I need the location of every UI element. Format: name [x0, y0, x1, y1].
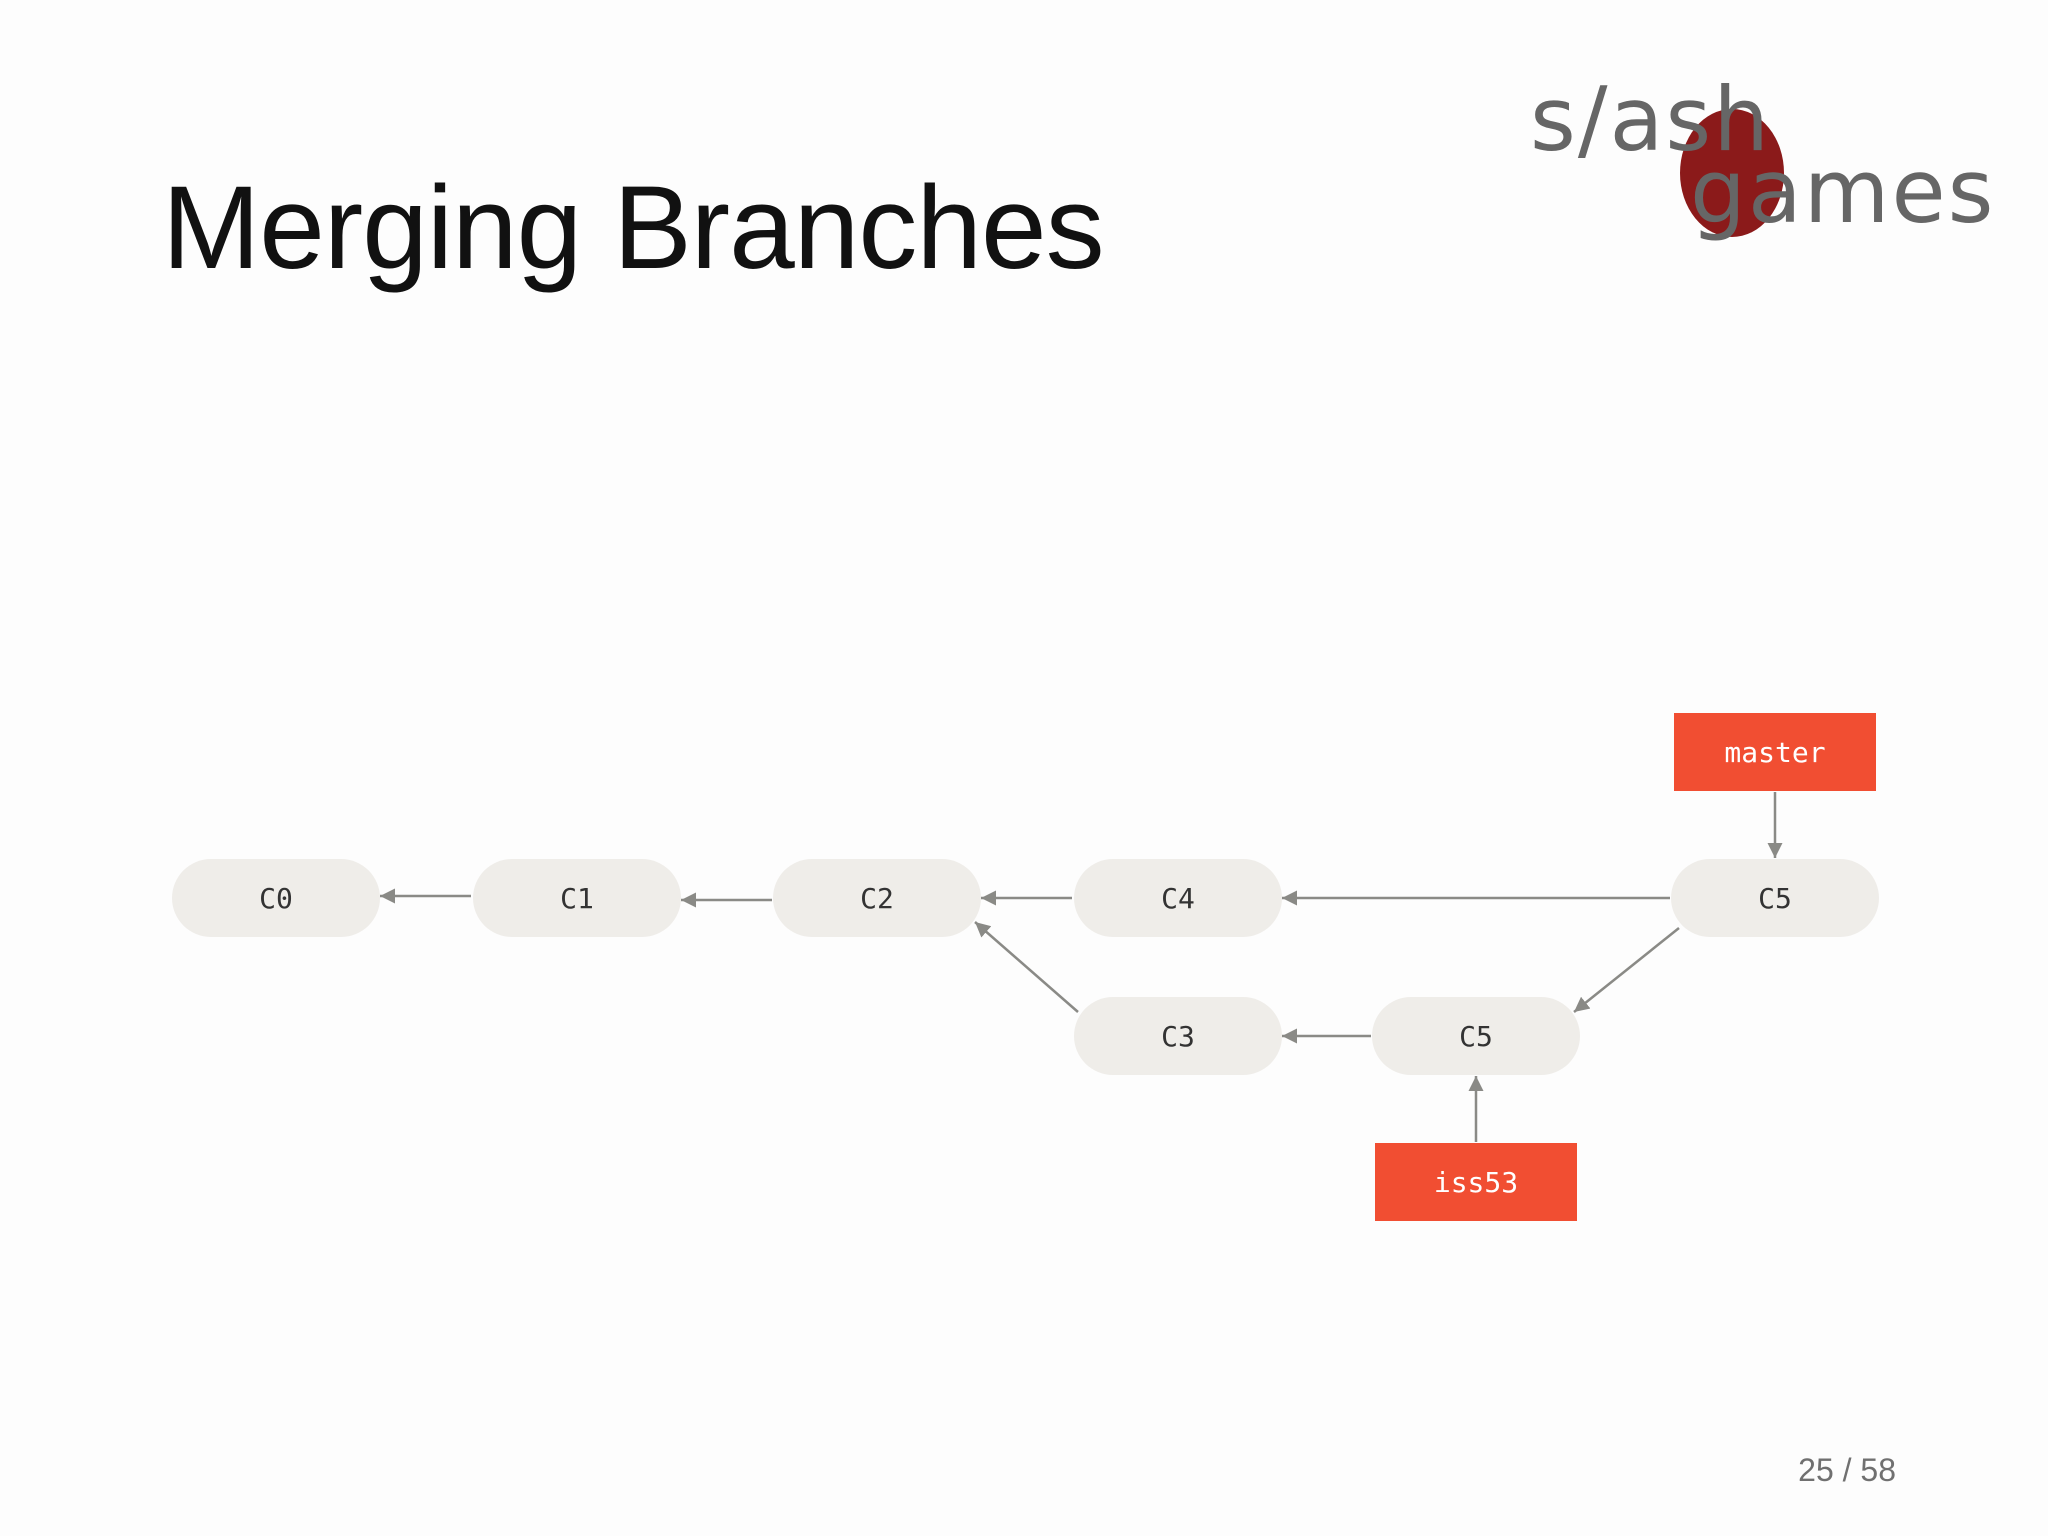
commit-label-c4: C4 — [1161, 882, 1195, 915]
edges-layer — [380, 792, 1783, 1142]
commit-label-c2: C2 — [860, 882, 894, 915]
commit-c4: C4 — [1074, 859, 1282, 937]
commit-label-c1: C1 — [560, 882, 594, 915]
branch-label-master: master — [1724, 736, 1825, 769]
commit-pill-c0 — [172, 859, 380, 937]
commit-pill-c1 — [473, 859, 681, 937]
branch-box-iss53 — [1375, 1143, 1577, 1221]
branch-label-iss53: iss53 — [1434, 1166, 1518, 1199]
commit-c2: C2 — [773, 859, 981, 937]
commit-pill-c4 — [1074, 859, 1282, 937]
logo-mark — [1680, 109, 1784, 237]
commit-c5-top: C5 — [1671, 859, 1879, 937]
commit-pill-c5-bottom — [1372, 997, 1580, 1075]
commit-pill-c2 — [773, 859, 981, 937]
page-number: 25 / 58 — [1798, 1452, 1896, 1488]
commit-label-c3: C3 — [1161, 1020, 1195, 1053]
branch-master: master — [1674, 713, 1876, 791]
commit-label-c0: C0 — [259, 882, 293, 915]
commit-c3: C3 — [1074, 997, 1282, 1075]
commit-c0: C0 — [172, 859, 380, 937]
slide-title: Merging Branches — [162, 162, 1105, 294]
branch-box-master — [1674, 713, 1876, 791]
logo-line-1: s/ash — [1530, 70, 1771, 171]
logo-line-2: games — [1690, 140, 1996, 243]
branch-iss53: iss53 — [1375, 1143, 1577, 1221]
commit-pill-c5-top — [1671, 859, 1879, 937]
commit-c5-bottom: C5 — [1372, 997, 1580, 1075]
edge-c3-to-c2 — [974, 921, 1079, 1013]
commit-label-c5-top: C5 — [1758, 882, 1792, 915]
commit-c1: C1 — [473, 859, 681, 937]
edge-c5-top-to-c5-bottom — [1573, 927, 1680, 1013]
slash-games-logo: s/ash games — [1530, 70, 1996, 243]
commit-label-c5-bottom: C5 — [1459, 1020, 1493, 1053]
commit-pill-c3 — [1074, 997, 1282, 1075]
